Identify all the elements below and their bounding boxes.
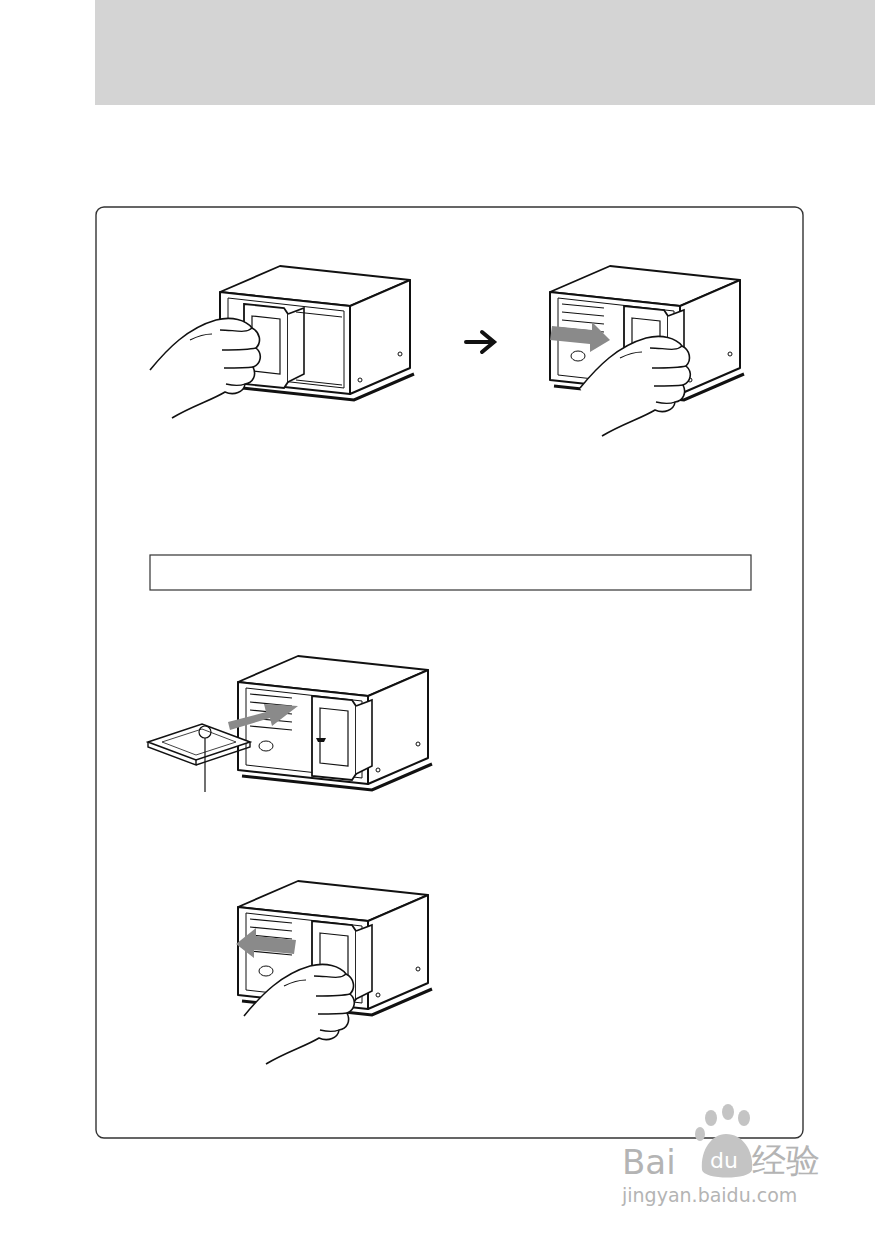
unit-open — [238, 656, 432, 790]
insert-arrow — [228, 704, 298, 730]
hand — [580, 336, 690, 436]
card — [148, 724, 250, 792]
hand — [244, 964, 354, 1064]
frame — [96, 207, 803, 1138]
watermark-text: Bai — [622, 1145, 676, 1179]
watermark-text: 经验 — [752, 1143, 820, 1177]
hand — [150, 318, 260, 418]
watermark-url: jingyan.baidu.com — [622, 1186, 797, 1205]
watermark-text: du — [710, 1150, 738, 1172]
empty-box — [150, 555, 751, 590]
watermark-logo — [695, 1104, 752, 1178]
step-arrow — [466, 332, 494, 352]
push-arrow — [550, 322, 610, 352]
header-bar — [95, 0, 875, 105]
close-arrow — [236, 928, 296, 958]
